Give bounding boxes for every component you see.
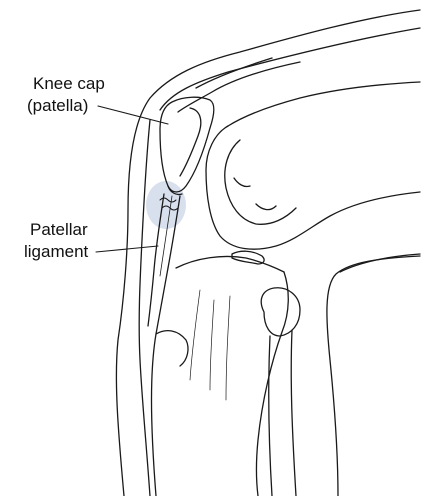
fibula-head xyxy=(261,288,300,336)
femur-condyle xyxy=(206,126,420,249)
tibial-tuberosity xyxy=(156,331,188,366)
femur-condyle-inner xyxy=(225,140,296,224)
pretibial-line xyxy=(139,120,150,496)
femur-upper-outline xyxy=(228,82,420,126)
attachment-highlight xyxy=(146,181,186,229)
femur-notch xyxy=(234,178,276,210)
patellar-ligament-label-line2: ligament xyxy=(24,241,88,263)
kneecap-label-line1: Knee cap xyxy=(33,73,105,95)
kneecap-label-line2: (patella) xyxy=(27,95,88,117)
skin-outline xyxy=(116,10,420,496)
patellar-ligament-label-line1: Patellar xyxy=(30,219,88,241)
calf-outline xyxy=(327,256,420,496)
tibia-shading-2 xyxy=(226,296,230,400)
quadriceps-tendon-mid xyxy=(196,58,272,88)
tibia-shading-1 xyxy=(190,290,214,390)
tibia-front xyxy=(152,268,169,496)
fibula-shaft xyxy=(269,330,296,496)
tibial-plateau xyxy=(176,256,284,272)
kneecap-pointer-line xyxy=(98,106,168,124)
